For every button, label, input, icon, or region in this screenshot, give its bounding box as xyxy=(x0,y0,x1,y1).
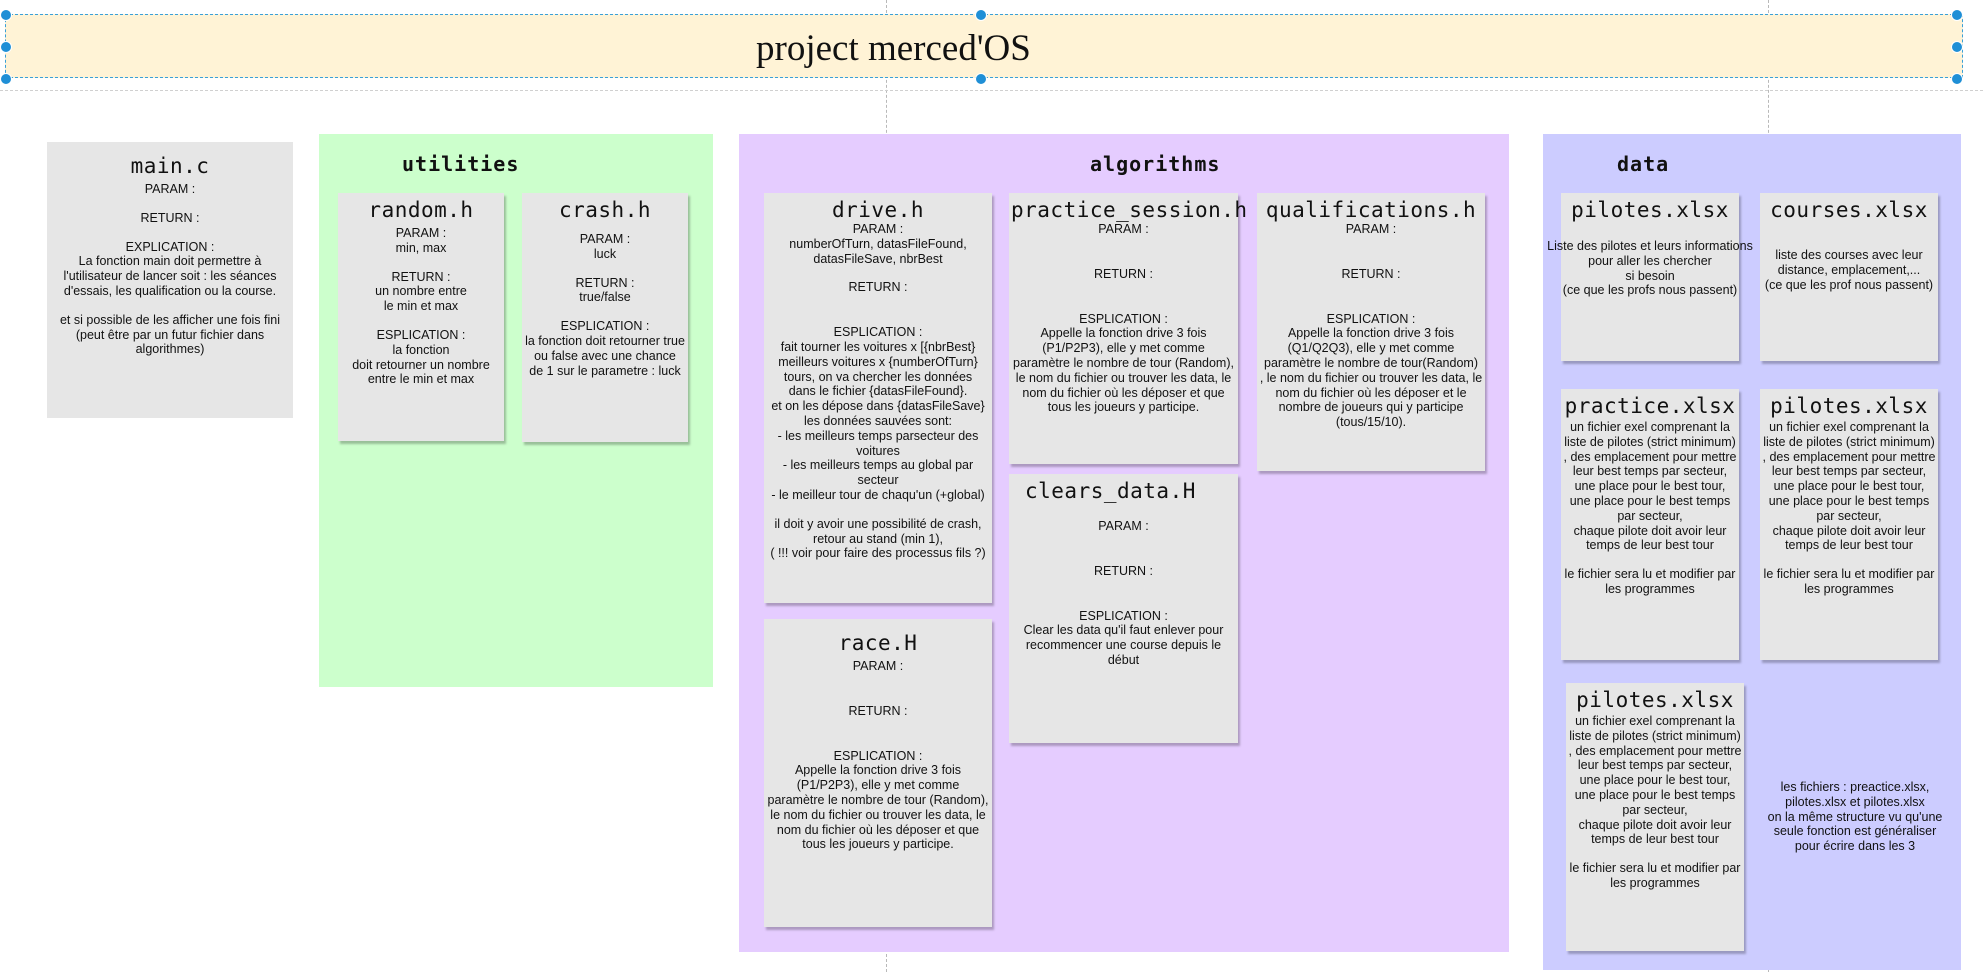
return-text: RETURN : xyxy=(1341,266,1401,281)
resize-handle[interactable] xyxy=(0,41,12,53)
return-text: RETURN : true/false xyxy=(575,275,635,305)
card-title: courses.xlsx xyxy=(1770,198,1928,222)
return-text: RETURN : xyxy=(848,703,908,718)
data-footnote: les fichiers : preactice.xlsx, pilotes.x… xyxy=(1767,780,1943,854)
card-title: practice.xlsx xyxy=(1564,394,1736,418)
note-text: le fichier sera lu et modifier par les p… xyxy=(1763,567,1935,596)
race-h-card[interactable]: race.H PARAM : RETURN : ESPLICATION : Ap… xyxy=(764,619,992,927)
return-text: RETURN : un nombre entre le min et max xyxy=(375,269,467,314)
crash-h-card[interactable]: crash.h PARAM : luck RETURN : true/false… xyxy=(522,193,688,442)
description-text: liste des courses avec leur distance, em… xyxy=(1764,248,1934,292)
explication-text: ESPLICATION : Clear les data qu'il faut … xyxy=(1023,608,1224,667)
note-text: le fichier sera lu et modifier par les p… xyxy=(1569,861,1741,890)
explication-text: ESPLICATION : la fonction doit retourner… xyxy=(352,327,490,387)
note-text: le fichier sera lu et modifier par les p… xyxy=(1564,567,1736,596)
param-text: PARAM : luck xyxy=(579,232,631,261)
card-title: pilotes.xlsx xyxy=(1571,198,1729,222)
explication-text: ESPLICATION : Appelle la fonction drive … xyxy=(1013,311,1234,415)
resize-handle[interactable] xyxy=(1951,41,1963,53)
card-title: main.c xyxy=(130,154,210,178)
page-title: project merced'OS xyxy=(756,28,1031,69)
pilotes-xlsx-card[interactable]: pilotes.xlsx un fichier exel comprenant … xyxy=(1760,389,1938,660)
explication-text: EXPLICATION : La fonction main doit perm… xyxy=(63,239,277,298)
return-text: RETURN : xyxy=(140,210,200,225)
description-text: Liste des pilotes et leurs informations … xyxy=(1547,239,1753,298)
guide-line xyxy=(0,90,1983,91)
card-title: random.h xyxy=(368,198,474,222)
pilotes-xlsx-card[interactable]: pilotes.xlsx Liste des pilotes et leurs … xyxy=(1547,193,1753,361)
card-title: qualifications.h xyxy=(1265,198,1477,222)
region-title: algorithms xyxy=(1090,152,1221,176)
courses-xlsx-card[interactable]: courses.xlsx liste des courses avec leur… xyxy=(1760,193,1938,361)
region-title: utilities xyxy=(402,152,520,176)
card-title: crash.h xyxy=(558,198,651,222)
param-text: PARAM : numberOfTurn, datasFileFound, da… xyxy=(789,222,967,266)
card-title: clears_data.H xyxy=(1025,479,1196,503)
resize-handle[interactable] xyxy=(1951,73,1963,85)
return-text: RETURN : xyxy=(848,280,908,295)
description-text: un fichier exel comprenant la liste de p… xyxy=(1568,714,1742,847)
resize-handle[interactable] xyxy=(975,73,987,85)
description-text: un fichier exel comprenant la liste de p… xyxy=(1563,420,1737,553)
explication-text: ESPLICATION : Appelle la fonction drive … xyxy=(1259,311,1483,430)
note-text: et si possible de les afficher une fois … xyxy=(59,312,281,357)
qualifications-h-card[interactable]: qualifications.h PARAM : RETURN : ESPLIC… xyxy=(1257,193,1485,471)
param-text: PARAM : min, max xyxy=(395,226,447,255)
resize-handle[interactable] xyxy=(1951,9,1963,21)
region-title: data xyxy=(1617,152,1670,176)
return-text: RETURN : xyxy=(1093,563,1154,578)
return-text: RETURN : xyxy=(1093,266,1154,281)
card-title: pilotes.xlsx xyxy=(1576,688,1734,712)
resize-handle[interactable] xyxy=(975,9,987,21)
explication-text: ESPLICATION : Appelle la fonction drive … xyxy=(767,748,989,852)
clears-data-h-card[interactable]: clears_data.H PARAM : RETURN : ESPLICATI… xyxy=(1009,474,1238,743)
drive-h-card[interactable]: drive.h PARAM : numberOfTurn, datasFileF… xyxy=(764,193,992,603)
param-text: PARAM : xyxy=(144,182,196,196)
title-banner[interactable]: project merced'OS xyxy=(5,14,1963,78)
explication-text: ESPLICATION : fait tourner les voitures … xyxy=(771,325,985,502)
param-text: PARAM : xyxy=(1098,519,1149,533)
card-title: race.H xyxy=(838,631,918,655)
resize-handle[interactable] xyxy=(0,73,12,85)
explication-text: ESPLICATION : la fonction doit retourner… xyxy=(525,319,685,378)
description-text: un fichier exel comprenant la liste de p… xyxy=(1762,420,1936,553)
random-h-card[interactable]: random.h PARAM : min, max RETURN : un no… xyxy=(338,193,504,441)
resize-handle[interactable] xyxy=(0,9,12,21)
card-title: practice_session.h xyxy=(1011,198,1248,222)
param-text: PARAM : xyxy=(1098,222,1149,236)
param-text: PARAM : xyxy=(852,659,904,673)
pilotes-xlsx-card[interactable]: pilotes.xlsx un fichier exel comprenant … xyxy=(1566,683,1744,951)
card-title: pilotes.xlsx xyxy=(1770,394,1928,418)
practice-session-h-card[interactable]: practice_session.h PARAM : RETURN : ESPL… xyxy=(1009,193,1248,464)
card-title: drive.h xyxy=(831,198,924,222)
param-text: PARAM : xyxy=(1345,222,1397,236)
practice-xlsx-card[interactable]: practice.xlsx un fichier exel comprenant… xyxy=(1561,389,1739,660)
main-c-card[interactable]: main.c PARAM : RETURN : EXPLICATION : La… xyxy=(47,142,293,418)
note-text: il doit y avoir une possibilité de crash… xyxy=(770,516,986,561)
